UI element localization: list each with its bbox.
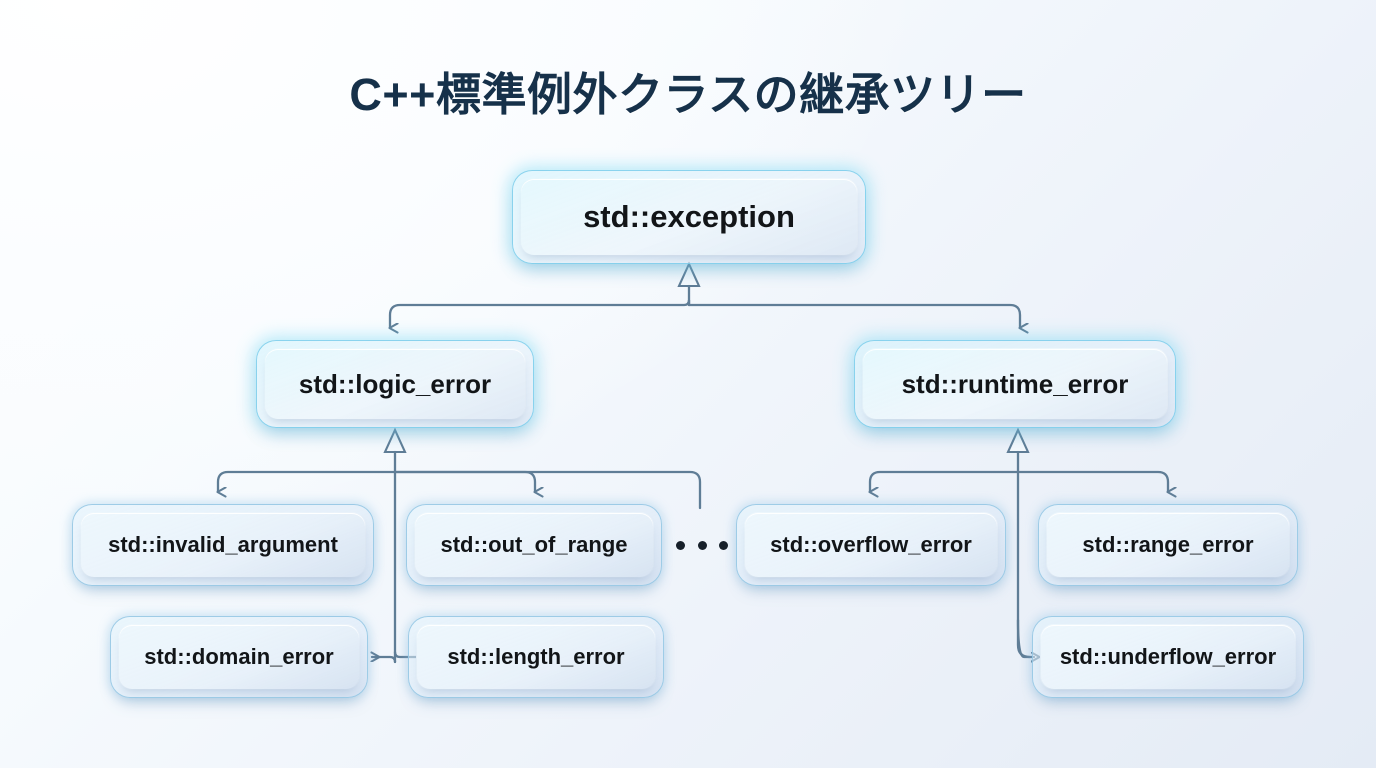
connector-runtime-spine xyxy=(1016,450,1032,659)
uml-triangle-exception xyxy=(677,261,701,288)
connector-logic-to-invalid xyxy=(218,470,397,492)
node-std-overflow-error[interactable]: std::overflow_error xyxy=(736,504,1006,586)
node-std-logic-error[interactable]: std::logic_error xyxy=(256,340,534,428)
node-std-runtime-error[interactable]: std::runtime_error xyxy=(854,340,1176,428)
connector-exception-to-runtime xyxy=(687,303,1020,328)
node-std-invalid-argument[interactable]: std::invalid_argument xyxy=(72,504,374,586)
connector-length-to-spine xyxy=(393,650,418,659)
connector-runtime-to-overflow xyxy=(870,470,1020,492)
page-title: C++標準例外クラスの継承ツリー xyxy=(349,69,1027,120)
connector-logic-to-domain xyxy=(372,657,397,664)
uml-triangle-runtime xyxy=(1006,427,1030,454)
connector-logic-to-more xyxy=(393,470,702,510)
more-nodes-ellipsis-icon xyxy=(676,528,728,562)
node-std-length-error[interactable]: std::length_error xyxy=(408,616,664,698)
connector-exception-to-logic xyxy=(390,299,691,328)
connector-logic-to-outofrange xyxy=(393,470,535,492)
node-std-range-error[interactable]: std::range_error xyxy=(1038,504,1298,586)
connector-runtime-to-underflow xyxy=(1016,618,1034,657)
connector-runtime-to-range xyxy=(1016,470,1168,492)
node-std-exception[interactable]: std::exception xyxy=(512,170,866,264)
node-std-underflow-error[interactable]: std::underflow_error xyxy=(1032,616,1304,698)
uml-triangle-logic xyxy=(383,427,407,454)
node-std-out-of-range[interactable]: std::out_of_range xyxy=(406,504,662,586)
node-std-domain-error[interactable]: std::domain_error xyxy=(110,616,368,698)
